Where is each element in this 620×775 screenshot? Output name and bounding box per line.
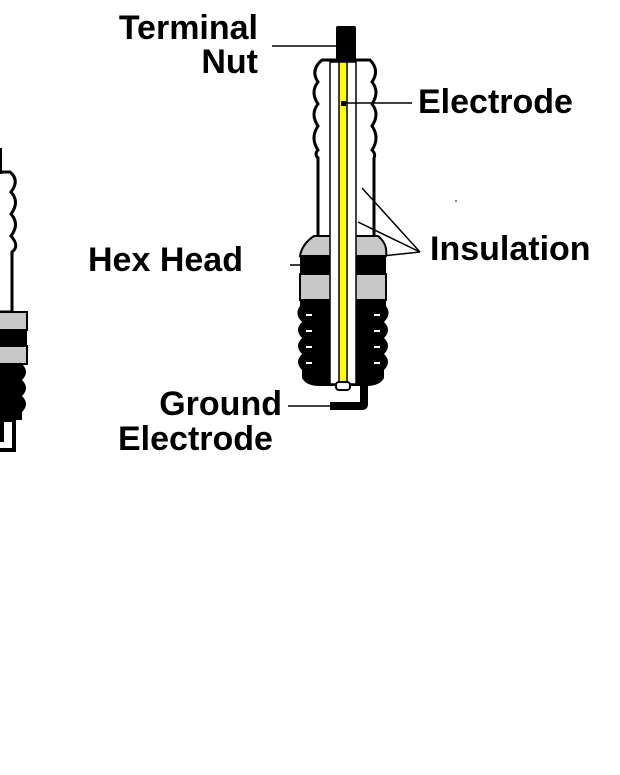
- stray-dot: [455, 200, 457, 202]
- leader-lines: [272, 45, 421, 407]
- terminal-nut: [336, 26, 356, 62]
- electrode-tip: [335, 381, 351, 391]
- label-ground: Ground: [159, 385, 282, 423]
- insulation-leader-b: [357, 221, 421, 253]
- insulation-leader-a: [361, 187, 421, 253]
- label-electrode: Electrode: [418, 83, 573, 121]
- spark-plug: [297, 26, 389, 410]
- insulation-leader-c: [381, 251, 421, 257]
- electrode-dot: [341, 101, 346, 106]
- center-electrode: [338, 61, 348, 385]
- label-insulation: Insulation: [430, 230, 591, 268]
- label-hex-head: Hex Head: [88, 241, 243, 279]
- label-terminal: Terminal: [118, 9, 258, 47]
- partial-spark-plug: [0, 148, 28, 452]
- label-ground-electrode: Electrode: [118, 420, 273, 458]
- label-nut: Nut: [201, 43, 258, 81]
- ground-electrode: [330, 380, 368, 410]
